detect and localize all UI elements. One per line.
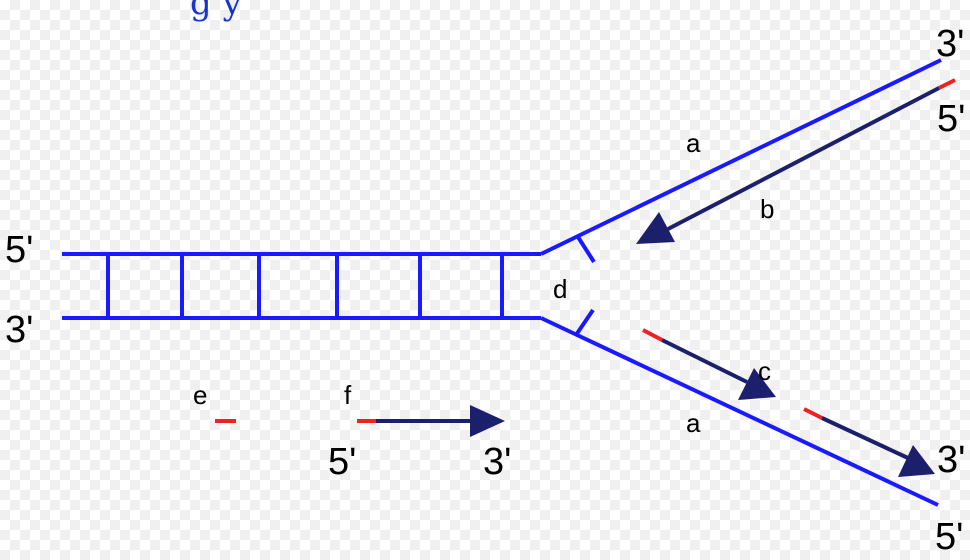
okazaki-fragment-2-primer [803, 407, 823, 420]
okazaki-fragment-2 [821, 416, 909, 460]
parental-duplex [62, 252, 541, 320]
triangle-arrowhead-icon [470, 405, 505, 437]
label-a-lower: a [686, 408, 701, 438]
label-c: c [758, 356, 771, 386]
okazaki-fragment-1-primer [642, 328, 663, 342]
helicase-marks [574, 235, 596, 337]
label-a-upper: a [686, 128, 701, 158]
okazaki-fragment-1 [661, 338, 748, 384]
legend-end-end-label: 3' [483, 441, 511, 483]
triangle-arrowhead-icon [898, 445, 935, 477]
helicase-lower-tick [574, 308, 595, 337]
helicase-upper-tick [576, 235, 596, 264]
lower-template-end-label: 5' [935, 516, 963, 558]
triangle-arrowhead-icon [636, 212, 675, 244]
triangle-arrowhead-icon [738, 368, 776, 400]
leading-strand [667, 86, 940, 231]
left-bottom-end-label: 3' [5, 309, 33, 351]
lagging-strand-end-label: 3' [937, 439, 965, 481]
left-top-end-label: 5' [5, 229, 33, 271]
label-f: f [344, 380, 352, 410]
lower-template-strand [540, 316, 939, 507]
label-e: e [193, 380, 207, 410]
upper-template-strand [540, 58, 942, 256]
leading-strand-primer [938, 78, 956, 90]
legend-start-end-label: 5' [328, 441, 356, 483]
leading-strand-end-label: 5' [937, 98, 965, 140]
label-b: b [760, 194, 774, 224]
upper-template-end-label: 3' [936, 23, 964, 65]
label-d: d [553, 274, 567, 304]
diagram-title: g y [190, 0, 243, 23]
